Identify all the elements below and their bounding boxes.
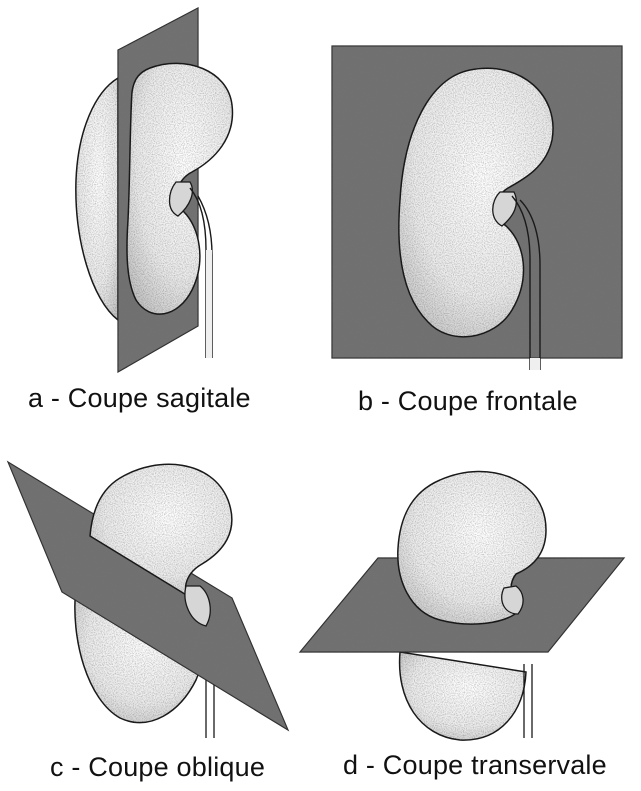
caption-oblique: c - Coupe oblique — [50, 752, 265, 783]
kidney-front-half — [127, 63, 233, 314]
kidney-back-half — [76, 78, 118, 320]
panel-a-sagittal — [76, 8, 233, 372]
caption-transverse: d - Coupe transervale — [343, 750, 607, 781]
panel-b-frontal — [332, 46, 622, 370]
caption-sagittal: a - Coupe sagitale — [28, 383, 251, 414]
caption-frontal: b - Coupe frontale — [358, 386, 578, 417]
panel-c-oblique — [8, 462, 288, 738]
panel-d-transverse — [300, 471, 624, 740]
kidney-lower-part-d — [400, 652, 526, 740]
